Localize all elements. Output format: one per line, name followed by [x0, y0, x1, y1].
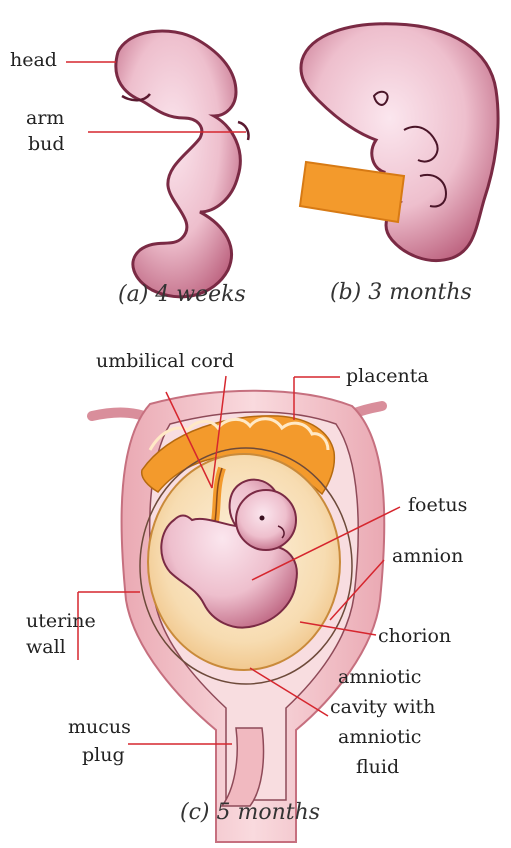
label-amnion: amnion: [392, 545, 463, 567]
label-amniotic-line2: cavity with: [330, 696, 435, 718]
uterus-5-months: [92, 391, 384, 842]
label-arm-bud-line1: arm: [26, 107, 64, 129]
label-umbilical-cord: umbilical cord: [96, 350, 234, 372]
foetus-3-months: [300, 24, 498, 261]
label-head: head: [10, 49, 57, 71]
label-amniotic-line4: fluid: [356, 756, 399, 778]
label-arm-bud-line2: bud: [28, 133, 65, 155]
label-mucus-plug-line2: plug: [82, 744, 125, 766]
label-mucus-plug-line1: mucus: [68, 716, 131, 738]
caption-a: (a) 4 weeks: [118, 282, 246, 307]
caption-c: (c) 5 months: [180, 800, 320, 825]
label-chorion: chorion: [378, 625, 451, 647]
label-amniotic-line3: amniotic: [338, 726, 421, 748]
label-uterine-wall-line1: uterine: [26, 610, 96, 632]
caption-b: (b) 3 months: [330, 280, 472, 305]
label-placenta: placenta: [346, 365, 429, 387]
label-uterine-wall-line2: wall: [26, 636, 66, 658]
embryo-4-weeks: [116, 31, 249, 297]
label-foetus: foetus: [408, 494, 467, 516]
label-amniotic-line1: amniotic: [338, 666, 421, 688]
